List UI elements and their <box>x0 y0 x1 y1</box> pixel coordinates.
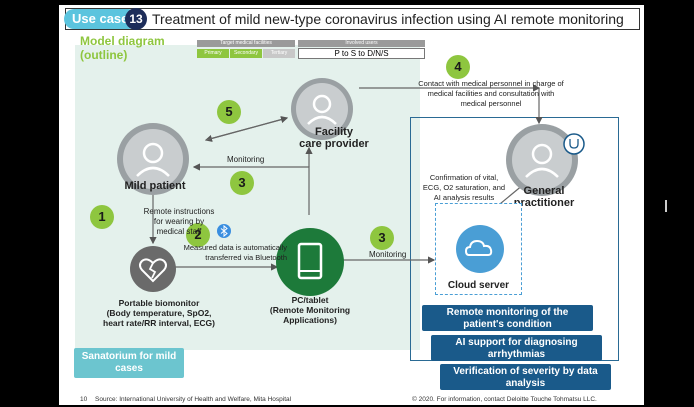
tier-secondary: Secondary <box>230 49 262 58</box>
step1-annotation-line3: medical staff <box>156 227 202 236</box>
practitioner-person-icon <box>506 124 578 196</box>
bluetooth-icon <box>217 224 231 238</box>
step-5-badge: 5 <box>217 100 241 124</box>
step4-annotation-line2: medical facilities and consultation with <box>427 89 555 98</box>
copyright-note: © 2020. For information, contact Deloitt… <box>412 396 597 403</box>
model-label: Model diagram (outline) <box>80 34 165 62</box>
step-3-badge-top: 3 <box>230 171 254 195</box>
stethoscope-icon <box>563 133 585 155</box>
patient-person-icon <box>117 123 189 195</box>
feature-severity-line2: analysis <box>505 378 546 389</box>
confirmation-line1: Confirmation of vital, <box>429 173 499 182</box>
sanatorium-label: Sanatorium for mild cases <box>74 348 184 378</box>
users-value: P to S to D/N/S <box>298 48 425 59</box>
biomonitor-label-line2: (Body temperature, SpO2, <box>106 308 212 318</box>
page-title: Treatment of mild new-type coronavirus i… <box>152 11 624 27</box>
step1-annotation: Remote instructions for wearing by medic… <box>124 207 234 237</box>
scroll-indicator[interactable] <box>665 200 667 212</box>
model-label-line2: (outline) <box>80 48 128 62</box>
tablet-label-line1: PC/tablet <box>291 295 329 305</box>
tablet-label-line2: (Remote Monitoring <box>269 305 351 315</box>
step1-annotation-line2: for wearing by <box>153 217 205 226</box>
step-3-badge-right: 3 <box>370 226 394 250</box>
step4-annotation-line1: Contact with medical personnel in charge… <box>418 79 564 88</box>
step1-annotation-line1: Remote instructions <box>143 207 215 216</box>
facilities-header: Target medical facilities <box>197 40 295 47</box>
tier-tertiary: Tertiary <box>263 49 295 58</box>
feature-severity-verification: Verification of severity by data analysi… <box>440 364 611 390</box>
step2-annotation-line1: Measured data is automatically <box>183 243 287 252</box>
step2-annotation: Measured data is automatically transferr… <box>157 243 287 263</box>
feature-ai-support-line2: arrhythmias <box>487 349 546 360</box>
facility-label: Facility care provider <box>284 126 384 150</box>
cloud-server-label: Cloud server <box>447 280 510 291</box>
feature-ai-support: AI support for diagnosing arrhythmias <box>431 335 602 361</box>
feature-remote-monitoring: Remote monitoring of the patient's condi… <box>422 305 593 331</box>
connector-lines <box>149 84 543 271</box>
feature-remote-monitoring-line2: patient's condition <box>463 319 552 330</box>
source-note: Source: International University of Heal… <box>95 396 292 403</box>
feature-severity-line1: Verification of severity by data <box>453 366 598 377</box>
monitoring-label-top: Monitoring <box>227 155 265 164</box>
biomonitor-label-line1: Portable biomonitor <box>118 298 200 308</box>
broken-heart-icon <box>130 246 176 292</box>
users-header: Involved users <box>298 40 425 47</box>
model-label-line1: Model diagram <box>80 34 165 48</box>
practitioner-label-line1: General <box>523 185 565 197</box>
patient-area <box>75 45 420 350</box>
use-case-pill: Use case <box>64 9 138 29</box>
facility-person-icon <box>291 78 353 140</box>
step-4-badge: 4 <box>446 55 470 79</box>
feature-remote-monitoring-line1: Remote monitoring of the <box>446 307 569 318</box>
sanatorium-line2: cases <box>115 363 143 374</box>
step4-annotation-line3: medical personnel <box>460 99 522 108</box>
mild-patient-label: Mild patient <box>124 180 186 192</box>
biomonitor-label-line3: heart rate/RR interval, ECG) <box>103 318 215 328</box>
step-2-badge: 2 <box>186 223 210 247</box>
facility-label-line2: care provider <box>299 138 369 150</box>
step4-annotation: Contact with medical personnel in charge… <box>406 79 576 109</box>
use-case-number: 13 <box>125 8 147 30</box>
title-bar: Use case 13 Treatment of mild new-type c… <box>64 8 640 30</box>
page-number: 10 <box>80 396 88 403</box>
feature-ai-support-line1: AI support for diagnosing <box>455 337 578 348</box>
step-1-badge: 1 <box>90 205 114 229</box>
tier-primary: Primary <box>197 49 229 58</box>
sanatorium-line1: Sanatorium for mild <box>81 351 177 362</box>
practitioner-label: General practitioner <box>499 185 589 209</box>
confirmation-line2: ECG, O2 saturation, and <box>422 183 506 192</box>
step2-annotation-line2: transferred via Bluetooth <box>205 253 287 262</box>
slide: Use case 13 Treatment of mild new-type c… <box>59 5 644 405</box>
practitioner-label-line2: practitioner <box>513 197 575 209</box>
biomonitor-label: Portable biomonitor (Body temperature, S… <box>89 298 229 328</box>
tablet-icon <box>276 228 344 296</box>
tablet-label-line3: Applications) <box>283 315 337 325</box>
confirmation-line3: AI analysis results <box>433 193 495 202</box>
facility-label-line1: Facility <box>315 126 353 138</box>
monitoring-label-right: Monitoring <box>369 250 407 259</box>
cloud-icon <box>456 225 504 273</box>
tablet-label: PC/tablet (Remote Monitoring Application… <box>255 295 365 325</box>
confirmation-annotation: Confirmation of vital, ECG, O2 saturatio… <box>414 173 514 203</box>
